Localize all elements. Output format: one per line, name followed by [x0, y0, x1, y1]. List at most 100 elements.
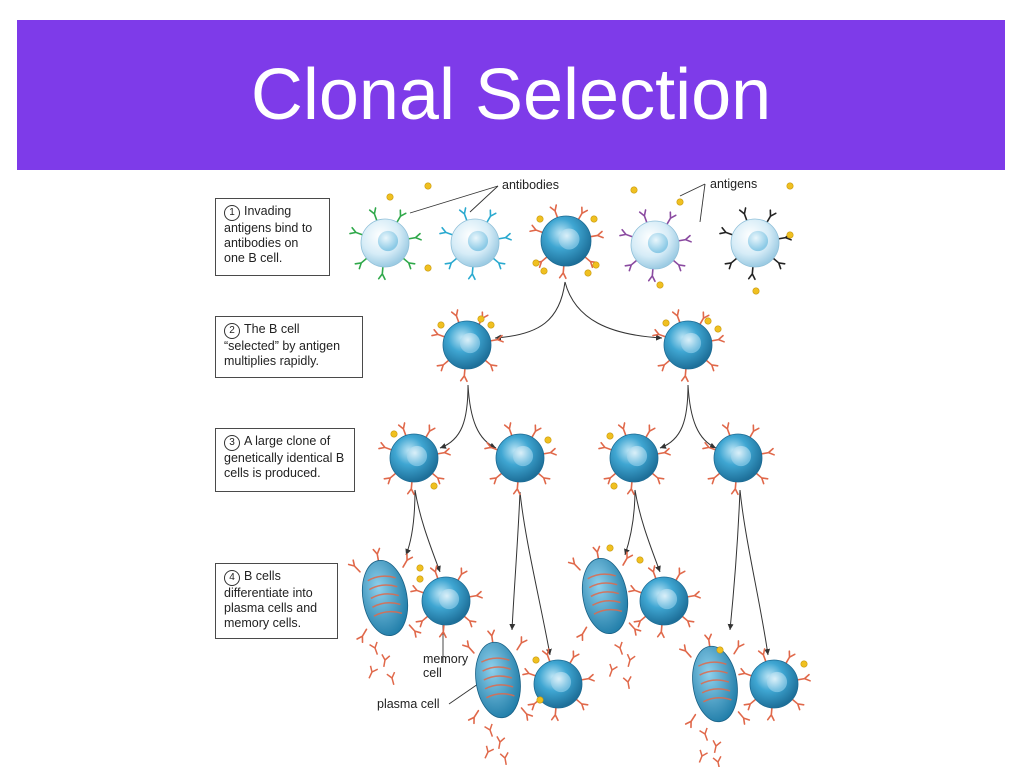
antibody-receptor	[406, 232, 422, 241]
plasma-body	[475, 641, 521, 719]
antigen-dot	[430, 482, 438, 490]
antibody-receptor	[456, 567, 468, 582]
antibody-receptor	[378, 441, 394, 451]
antibody-receptor	[784, 650, 796, 665]
antigen-dot	[786, 231, 794, 239]
arrow-line	[624, 489, 636, 556]
antibody-receptor	[401, 256, 416, 270]
free-antibody	[698, 749, 708, 763]
antibody-receptor	[372, 547, 381, 563]
antibodies-label: antibodies	[502, 178, 559, 192]
antibody-receptor	[397, 422, 407, 438]
antibody-receptor	[679, 644, 692, 658]
antigen-dot	[610, 482, 618, 490]
antibody-receptor	[430, 471, 445, 485]
antibody-receptor	[719, 226, 735, 236]
antibody-receptor	[721, 422, 731, 438]
antibody-receptor	[617, 422, 627, 438]
antibody-receptor	[647, 267, 656, 283]
arrow-line	[739, 489, 771, 656]
pointer-line	[699, 183, 706, 223]
free-antibody	[626, 653, 636, 667]
antibody-receptor	[349, 226, 365, 236]
antigen-dot	[630, 186, 638, 194]
er-fold	[700, 679, 730, 685]
step-3-text: A large clone of genetically identical B…	[224, 434, 345, 480]
cell-nucleus	[459, 332, 481, 354]
step-4-text: B cells differentiate into plasma cells …	[224, 569, 318, 630]
plasma-cell	[679, 633, 751, 729]
antibody-receptor	[652, 328, 668, 338]
er-fold	[368, 584, 398, 591]
antibody-receptor	[656, 623, 665, 639]
free-antibody	[712, 755, 722, 767]
b-cell-green	[349, 207, 422, 281]
antibody-receptor	[754, 471, 769, 485]
cell-nucleus	[680, 332, 702, 354]
memory-cell	[410, 565, 483, 639]
er-fold	[592, 599, 621, 606]
antibody-receptor	[485, 209, 497, 224]
antibody-receptor	[536, 471, 551, 485]
free-antibody	[496, 736, 506, 750]
antibody-receptor	[765, 209, 777, 224]
antigen-dot	[532, 259, 540, 267]
antibody-receptor	[488, 334, 504, 343]
er-fold	[481, 657, 510, 663]
er-fold	[483, 675, 513, 681]
antibody-receptor	[415, 614, 430, 628]
cell-nucleus	[656, 588, 678, 610]
free-antibody	[699, 727, 709, 741]
antibody-receptor	[737, 711, 751, 725]
arrow-line	[414, 489, 441, 573]
b-cell-cyan	[439, 207, 512, 281]
er-fold	[698, 661, 727, 667]
antibody-receptor	[680, 614, 695, 628]
free-antibody	[499, 752, 509, 766]
antibody-receptor	[650, 471, 665, 485]
antibody-receptor	[733, 640, 745, 655]
antibody-receptor	[439, 226, 455, 236]
antibody-receptor	[489, 471, 504, 485]
plasma-cell-label: plasma cell	[377, 697, 440, 711]
antibody-receptor	[628, 584, 644, 594]
free-antibody	[381, 654, 391, 668]
antibody-receptor	[520, 707, 534, 721]
antibody-receptor	[436, 358, 451, 372]
antibody-receptor	[685, 590, 701, 599]
b-cell-purple	[619, 209, 692, 283]
b-cell-black	[719, 207, 792, 281]
antibody-receptor	[655, 447, 671, 456]
antibody-receptor	[795, 673, 811, 682]
antibody-receptor	[406, 480, 415, 496]
antibody-receptor	[491, 256, 506, 270]
er-fold	[590, 591, 620, 598]
pointer-line	[679, 183, 706, 197]
antigen-dot	[636, 556, 644, 564]
free-antibody	[484, 745, 495, 759]
er-fold	[588, 582, 618, 589]
arrow-line	[687, 384, 717, 449]
antibody-receptor	[738, 207, 748, 223]
antigen-dot	[390, 430, 398, 438]
antibody-receptor	[431, 328, 447, 338]
antibody-receptor	[684, 713, 697, 729]
antigen-dot	[416, 564, 424, 572]
b-cell-dividing	[431, 309, 504, 383]
antibody-receptor	[483, 358, 498, 372]
memory-cell-label: memory cell	[423, 652, 469, 680]
antigen-dot	[752, 287, 760, 295]
antibody-receptor	[503, 422, 513, 438]
antigen-dot	[487, 321, 495, 329]
antibody-receptor	[429, 565, 439, 581]
arrow-line	[727, 489, 741, 631]
arrow-line	[439, 384, 469, 449]
b-cell-clone	[484, 422, 557, 496]
antibody-receptor	[704, 633, 712, 649]
antibody-receptor	[410, 584, 426, 594]
antigen-dot	[536, 215, 544, 223]
b-cell-clone	[378, 422, 451, 496]
antibody-receptor	[549, 204, 559, 220]
